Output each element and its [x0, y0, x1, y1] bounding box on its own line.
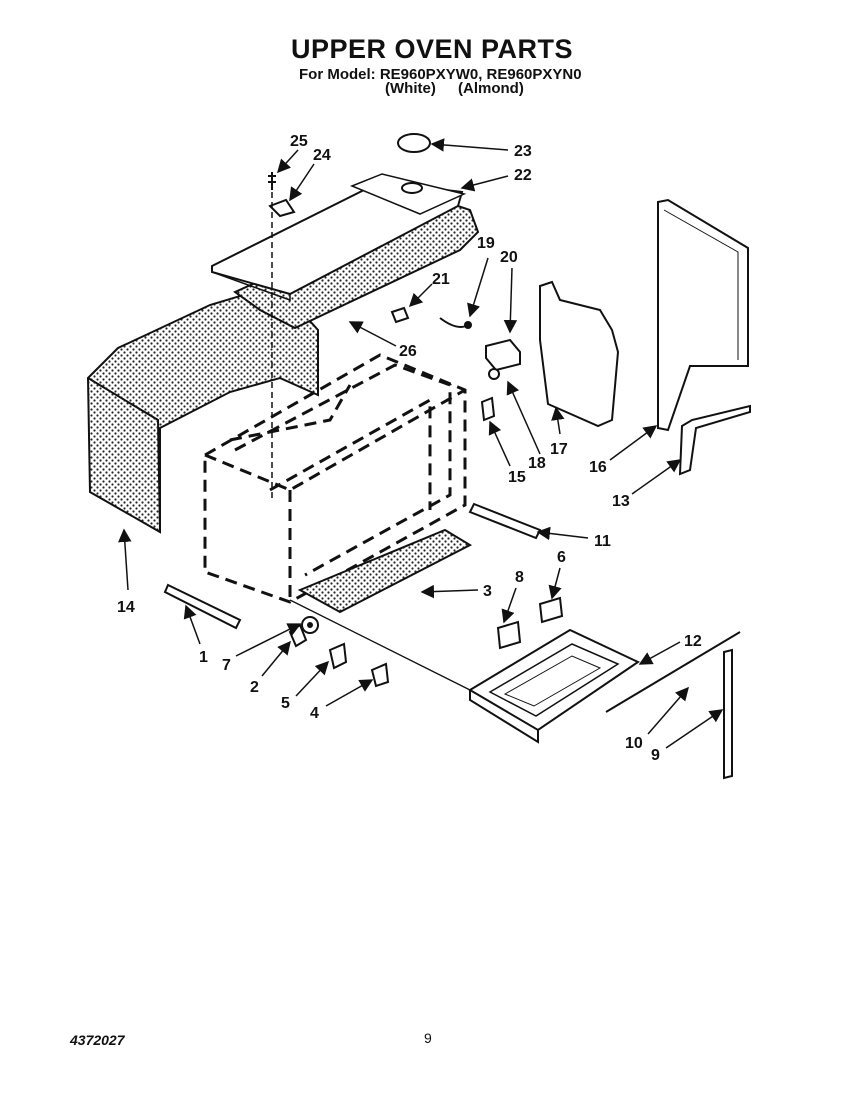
color-variants: (White) (Almond) [385, 80, 536, 97]
part-5-switch [328, 642, 348, 670]
part-15-fuse [480, 396, 496, 422]
callout-6: 6 [557, 549, 566, 566]
callout-22: 22 [514, 167, 532, 184]
part-7-roller [301, 616, 319, 634]
callout-26: 26 [399, 343, 417, 360]
part-9-rail [723, 648, 733, 780]
callout-24: 24 [313, 147, 331, 164]
part-8-plate [496, 620, 522, 650]
part-4-hinge [370, 662, 390, 688]
callout-1: 1 [199, 649, 208, 666]
callout-21: 21 [432, 271, 450, 288]
leader-arrows [118, 138, 724, 749]
part-10-rod [605, 631, 741, 713]
callout-2: 2 [250, 679, 259, 696]
document-number: 4372027 [70, 1032, 125, 1048]
part-1-front-strip [163, 583, 242, 630]
callout-14: 14 [117, 599, 135, 616]
part-6-label [538, 596, 564, 624]
part-24-25-screw-and-clip [268, 172, 296, 500]
part-16-side-panel [657, 198, 749, 432]
callout-18: 18 [528, 455, 546, 472]
callout-23: 23 [514, 143, 532, 160]
callout-4: 4 [310, 705, 319, 722]
part-18-connector [488, 368, 500, 380]
variant-white: (White) [385, 80, 436, 97]
callout-20: 20 [500, 249, 518, 266]
callout-13: 13 [612, 493, 630, 510]
model-line: For Model: RE960PXYW0, RE960PXYN0 [299, 66, 582, 83]
callout-10: 10 [625, 735, 643, 752]
oven-cavity-outline [203, 353, 467, 604]
variant-almond: (Almond) [458, 80, 524, 97]
callout-12: 12 [684, 633, 702, 650]
callout-15: 15 [508, 469, 526, 486]
page-title: UPPER OVEN PARTS [290, 34, 574, 64]
part-19-wire [439, 317, 472, 329]
part-14-insulation-wrap [86, 288, 319, 534]
part-17-control-panel [539, 280, 620, 428]
callout-17: 17 [550, 441, 568, 458]
callout-7: 7 [222, 657, 231, 674]
callout-labels: 1 2 3 4 5 6 7 8 9 10 11 12 13 14 15 16 1… [117, 133, 702, 764]
callout-16: 16 [589, 459, 607, 476]
part-3-bottom-insulation [297, 528, 473, 614]
callout-19: 19 [477, 235, 495, 252]
part-20-relay [485, 338, 521, 372]
part-21-thermostat [390, 306, 410, 324]
part-11-bracket [468, 502, 542, 540]
callout-9: 9 [651, 747, 660, 764]
callout-11: 11 [594, 533, 611, 550]
part-13-strip [678, 404, 751, 476]
part-22-top-cover [211, 173, 467, 302]
callout-3: 3 [483, 583, 492, 600]
part-12-tray [289, 599, 641, 744]
callout-5: 5 [281, 695, 290, 712]
callout-8: 8 [515, 569, 524, 586]
page-number: 9 [424, 1030, 432, 1046]
part-23-cap [397, 133, 431, 153]
callout-25: 25 [290, 133, 308, 150]
